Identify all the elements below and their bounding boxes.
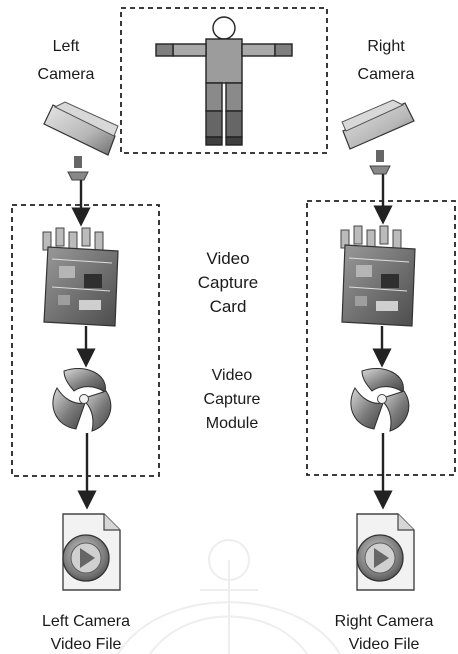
left-video-file: Left Camera Video File bbox=[42, 514, 130, 653]
circuit-board-icon bbox=[341, 226, 415, 326]
left-file-label-line1: Left Camera bbox=[42, 613, 130, 630]
video-capture-card-label-line1: Video bbox=[206, 249, 249, 268]
video-capture-card-label-line2: Capture bbox=[198, 273, 258, 292]
right-camera-label-line2: Camera bbox=[358, 66, 415, 83]
right-camera: Right Camera bbox=[342, 38, 415, 174]
right-video-file: Right Camera Video File bbox=[335, 514, 434, 653]
video-capture-module-label-line1: Video bbox=[212, 367, 253, 384]
video-capture-module-label: Video Capture Module bbox=[204, 367, 261, 432]
video-capture-card-label-line3: Card bbox=[210, 297, 247, 316]
right-file-label-line2: Video File bbox=[349, 636, 420, 653]
software-module-icon bbox=[351, 368, 409, 431]
video-file-icon bbox=[357, 514, 414, 590]
video-capture-module-label-line3: Module bbox=[206, 415, 259, 432]
left-camera-label-line1: Left bbox=[53, 38, 80, 55]
video-capture-module-label-line2: Capture bbox=[204, 391, 261, 408]
circuit-board-icon bbox=[43, 228, 118, 326]
right-camera-label-line1: Right bbox=[367, 38, 405, 55]
left-camera: Left Camera bbox=[38, 38, 118, 180]
left-camera-label-line2: Camera bbox=[38, 66, 95, 83]
human-figure-icon bbox=[156, 17, 292, 145]
video-file-icon bbox=[63, 514, 120, 590]
security-camera-icon bbox=[342, 100, 414, 174]
security-camera-icon bbox=[44, 102, 118, 180]
left-video-capture-card bbox=[43, 228, 118, 326]
left-file-label-line2: Video File bbox=[51, 636, 122, 653]
human-model-panel bbox=[121, 8, 327, 153]
video-capture-card-label: Video Capture Card bbox=[198, 249, 258, 316]
left-video-capture-module bbox=[53, 368, 111, 431]
right-video-capture-card bbox=[341, 226, 415, 326]
software-module-icon bbox=[53, 368, 111, 431]
right-video-capture-module bbox=[351, 368, 409, 431]
watermark bbox=[118, 540, 340, 654]
right-file-label-line1: Right Camera bbox=[335, 613, 434, 630]
